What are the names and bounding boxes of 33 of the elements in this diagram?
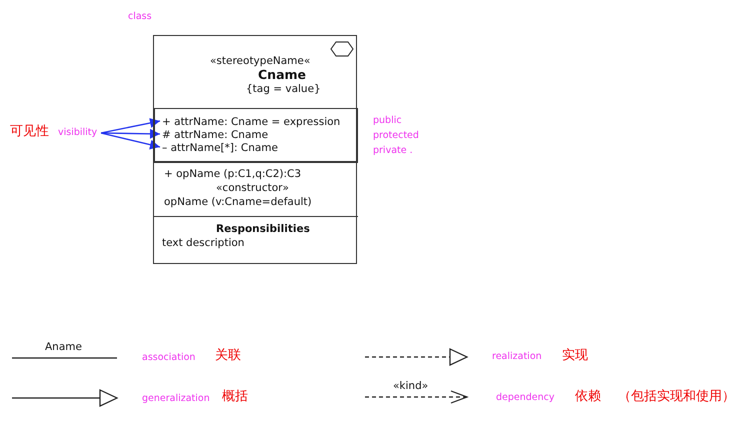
annotation-text: protected: [373, 129, 419, 142]
arrow: [100, 118, 160, 134]
compartment-heading: Responsibilities: [216, 223, 310, 236]
attribute-text: + attrName: Cname = expression: [162, 116, 340, 129]
description-text: text description: [162, 237, 244, 250]
annotation-text: visibility: [58, 126, 98, 139]
attribute-compartment: [154, 108, 358, 162]
translation-text: 关联: [215, 349, 241, 362]
annotation-text: 可见性: [10, 125, 49, 138]
operation-text: + opName (p:C1,q:C2):C3: [164, 168, 302, 181]
legend-text: realization: [492, 350, 542, 363]
attribute-text: # attrName: Cname: [162, 129, 268, 142]
arrow: [100, 128, 160, 139]
note-text: （包括实现和使用）: [618, 390, 735, 403]
legend-text: dependency: [496, 391, 555, 404]
stereotype-text: «stereotypeName«: [210, 55, 310, 68]
label-text: «kind»: [393, 380, 428, 393]
attribute-text: – attrName[*]: Cname: [162, 142, 278, 155]
stereotype-text: «constructor»: [216, 182, 289, 195]
label-text: Aname: [45, 341, 82, 354]
heading-text: class: [128, 10, 152, 23]
translation-text: 概括: [222, 390, 248, 403]
class-box: [153, 35, 357, 264]
legend-text: generalization: [142, 392, 210, 405]
operation-text: opName (v:Cname=default): [164, 196, 312, 209]
translation-text: 依赖: [575, 390, 601, 403]
class-name: Cname: [258, 68, 306, 81]
annotation-text: public: [373, 114, 402, 127]
legend-text: association: [142, 351, 196, 364]
tagged-value-text: {tag = value}: [246, 83, 321, 96]
arrow: [100, 132, 160, 150]
translation-text: 实现: [562, 349, 588, 362]
annotation-text: private .: [373, 144, 413, 157]
